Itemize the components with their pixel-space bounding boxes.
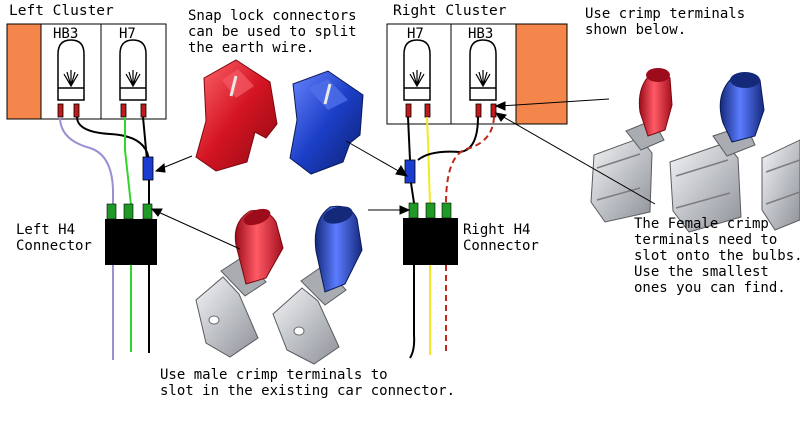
metal-female-crimp-terminal xyxy=(761,139,800,231)
yellow-wire xyxy=(426,116,431,355)
snap-lock-note: Snap lock connectors can be used to spli… xyxy=(188,8,357,56)
black-wire xyxy=(410,182,415,204)
red-wire xyxy=(445,116,495,205)
black-wire xyxy=(142,116,148,161)
right-wires xyxy=(407,116,495,359)
black-wire xyxy=(76,116,150,163)
purple-wire xyxy=(59,116,114,360)
blue-female-crimp-terminal xyxy=(669,72,765,233)
red-snap-lock-connector xyxy=(195,59,278,172)
left-h4-connector xyxy=(105,203,157,265)
arrows xyxy=(150,98,656,250)
male-crimp-note: Use male crimp terminals to slot in the … xyxy=(160,367,456,399)
right-cluster-orange-block xyxy=(515,23,568,125)
black-wire xyxy=(409,265,416,359)
left-splitter xyxy=(142,156,154,181)
h7-bulb-icon xyxy=(119,39,147,118)
right-splitter xyxy=(404,159,416,184)
left-h4-connector-label: Left H4 Connector xyxy=(16,222,92,254)
hb3-label: HB3 xyxy=(468,26,494,42)
right-cluster-title: Right Cluster xyxy=(393,3,507,19)
hb3-bulb-icon xyxy=(469,39,497,118)
h7-bulb-icon xyxy=(403,39,431,118)
right-h4-connector xyxy=(403,202,458,265)
blue-male-crimp-terminal xyxy=(272,205,363,365)
red-male-crimp-terminal xyxy=(195,208,284,358)
green-wire xyxy=(124,117,132,352)
red-female-crimp-terminal xyxy=(590,68,673,223)
h7-label: H7 xyxy=(119,26,136,42)
black-wire xyxy=(407,116,411,161)
left-cluster xyxy=(6,23,167,120)
right-h4-connector-label: Right H4 Connector xyxy=(463,222,539,254)
blue-snap-lock-connector xyxy=(289,70,364,175)
crimp-terminals-note: Use crimp terminals shown below. xyxy=(585,6,746,38)
right-cluster xyxy=(386,23,568,125)
female-crimp-note: The Female crimp terminals need to slot … xyxy=(634,216,800,296)
hb3-label: HB3 xyxy=(53,26,79,42)
left-cluster-orange-block xyxy=(6,23,42,120)
h7-label: H7 xyxy=(407,26,424,42)
left-cluster-title: Left Cluster xyxy=(9,3,114,19)
